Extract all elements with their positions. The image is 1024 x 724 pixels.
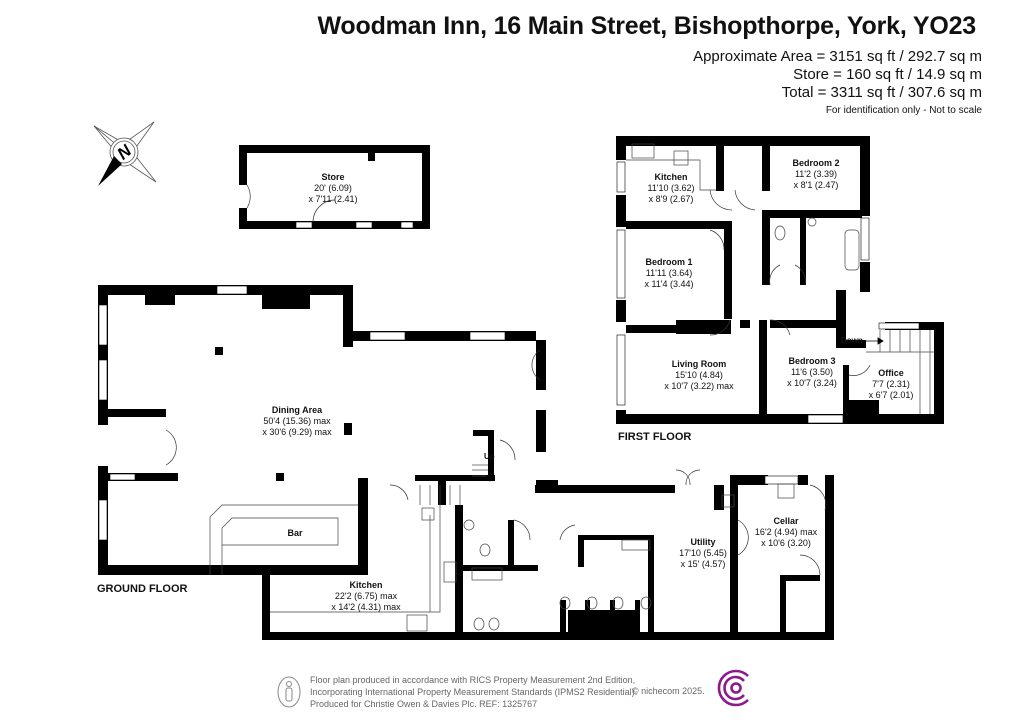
first-floor-label: FIRST FLOOR (618, 431, 692, 443)
room-bedroom-3: Bedroom 3 11'6 (3.50)x 10'7 (3.24) (787, 356, 837, 388)
nichecom-logo-icon (717, 669, 749, 707)
copyright-text: © nichecom 2025. (632, 686, 705, 696)
ground-floor-label: GROUND FLOOR (97, 583, 188, 595)
disclaimer-note: For identification only - Not to scale (825, 105, 982, 116)
room-living-room: Living Room 15'10 (4.84)x 10'7 (3.22) ma… (664, 359, 734, 391)
north-compass-icon: N (93, 121, 157, 186)
room-office: Office 7'7 (2.31)x 6'7 (2.01) (868, 368, 914, 400)
person-info-icon (277, 676, 301, 708)
room-utility: Utility 17'10 (5.45)x 15' (4.57) (679, 537, 727, 569)
room-bedroom-2: Bedroom 2 11'2 (3.39)x 8'1 (2.47) (792, 158, 840, 190)
area-store: Store = 160 sq ft / 14.9 sq m (793, 66, 982, 83)
footer-disclaimer: Floor plan produced in accordance with R… (310, 675, 638, 709)
room-store: Store 20' (6.09)x 7'11 (2.41) (308, 172, 358, 204)
area-total: Total = 3311 sq ft / 307.6 sq m (781, 84, 982, 101)
room-bar: Bar (287, 528, 303, 538)
area-approx: Approximate Area = 3151 sq ft / 292.7 sq… (693, 48, 982, 65)
stairs-up-label: Up (484, 452, 495, 461)
area-summary: Approximate Area = 3151 sq ft / 292.7 sq… (693, 48, 982, 102)
stairs-down-label: Down (841, 336, 863, 345)
room-kitchen-first: Kitchen 11'10 (3.62)x 8'9 (2.67) (647, 172, 695, 204)
room-bedroom-1: Bedroom 1 11'11 (3.64)x 11'4 (3.44) (644, 257, 694, 289)
property-title: Woodman Inn, 16 Main Street, Bishopthorp… (317, 12, 976, 40)
